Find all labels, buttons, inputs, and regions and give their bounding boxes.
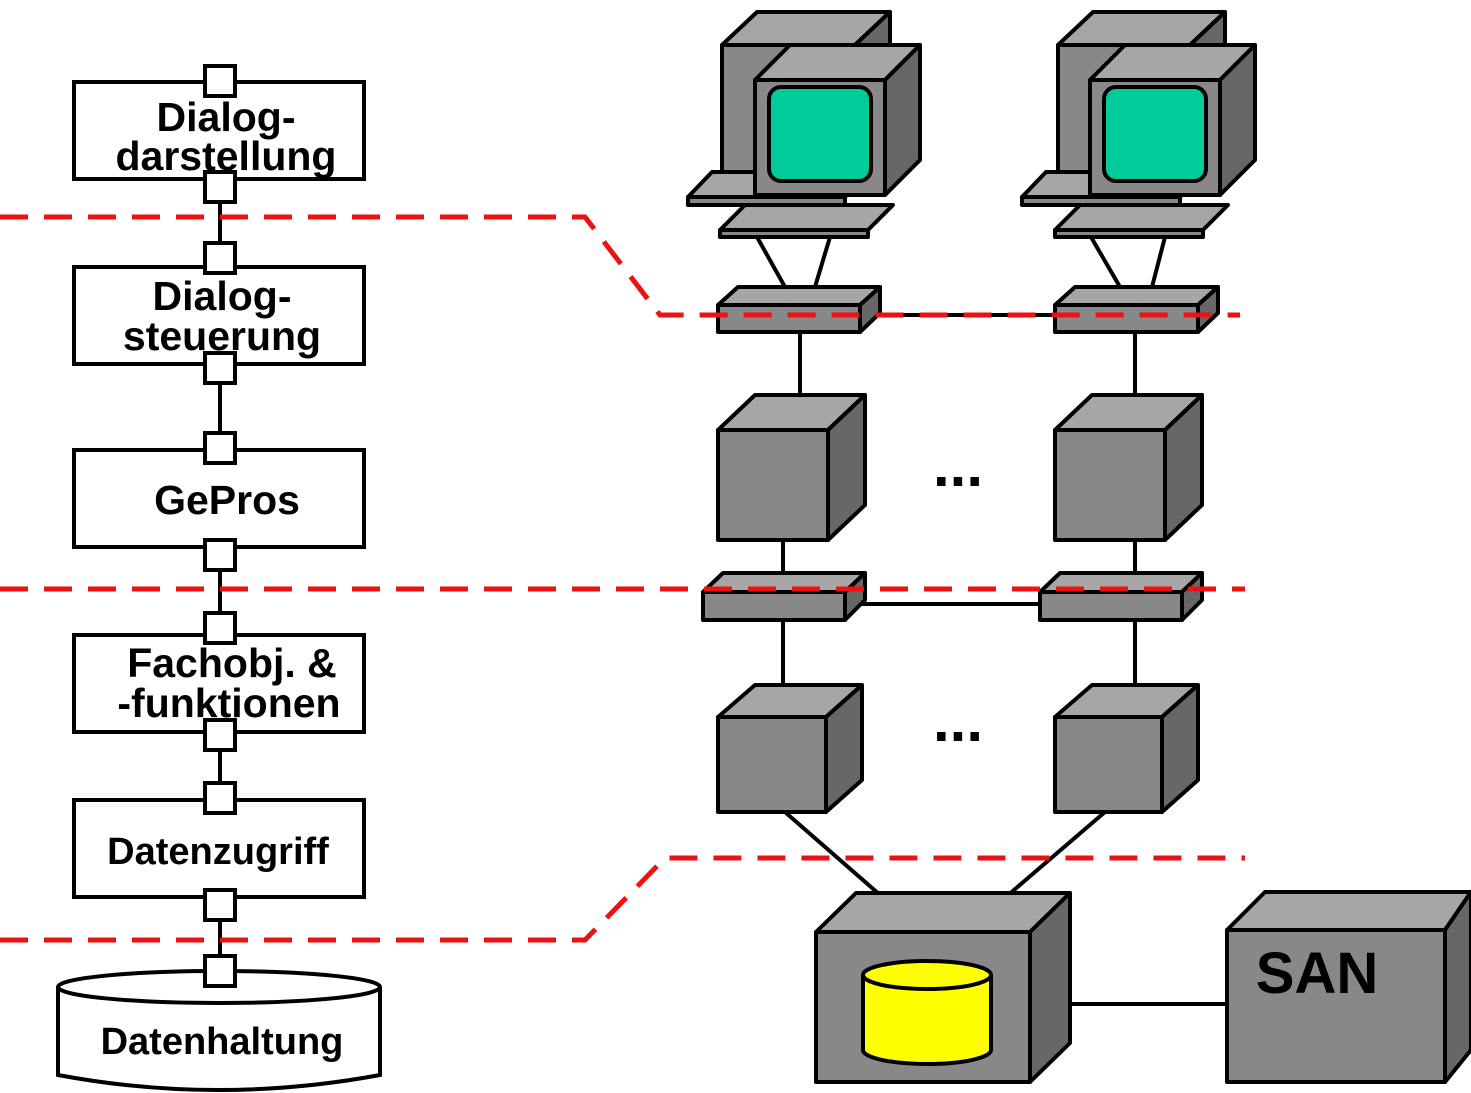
interface-port-icon (203, 611, 237, 645)
layer-label-line2: -funktionen (117, 680, 340, 726)
network-switch-icon (716, 285, 882, 334)
link-line (1089, 235, 1122, 289)
layer-label-line2: steuerung (123, 313, 321, 359)
server-icon (1053, 393, 1204, 542)
server-icon (716, 393, 867, 542)
layer-label-line1: Fachobj. & (127, 640, 337, 686)
server-icon (716, 683, 864, 814)
server-icon (1053, 683, 1200, 814)
layer-label-line2: darstellung (116, 133, 337, 179)
tier-boundaries (0, 214, 1245, 943)
ellipsis-label: ... (933, 432, 983, 499)
database-icon (861, 959, 993, 1066)
interface-port-icon (203, 538, 237, 572)
link-line (755, 236, 787, 288)
workstation-icon (686, 10, 922, 239)
layer-stack (56, 80, 382, 1092)
interface-port-icon (203, 888, 237, 922)
interface-port-icon (203, 718, 237, 752)
layer-label: Datenhaltung (101, 1021, 344, 1063)
interface-port-icon (203, 431, 237, 465)
layer-label: GePros (154, 477, 300, 523)
ellipsis-label: ... (933, 687, 983, 754)
interface-port-icon (203, 351, 237, 385)
layer-labels: Dialog- darstellung Dialog- steuerung Ge… (101, 94, 344, 1063)
san-label: SAN (1256, 941, 1378, 1006)
infrastructure (686, 10, 1471, 1084)
tier-boundary-line (0, 855, 1245, 943)
layer-label-line1: Dialog- (153, 273, 292, 319)
workstation-icon (1020, 10, 1257, 239)
interface-ports (203, 64, 237, 988)
interface-port-icon (203, 170, 237, 204)
interface-port-icon (203, 241, 237, 275)
layer-label: Datenzugriff (107, 831, 329, 873)
interface-port-icon (203, 64, 237, 98)
network-switch-icon (1053, 285, 1220, 334)
interface-port-icon (203, 781, 237, 815)
layer-label-line1: Dialog- (157, 94, 296, 140)
san-storage-icon (1225, 890, 1471, 1084)
network-switch-icon (701, 571, 867, 622)
network-switch-icon (1038, 571, 1204, 622)
link-line (1150, 236, 1167, 288)
interface-port-icon (203, 954, 237, 988)
layer-box-dialog-presentation (72, 80, 366, 181)
link-line (813, 236, 832, 288)
